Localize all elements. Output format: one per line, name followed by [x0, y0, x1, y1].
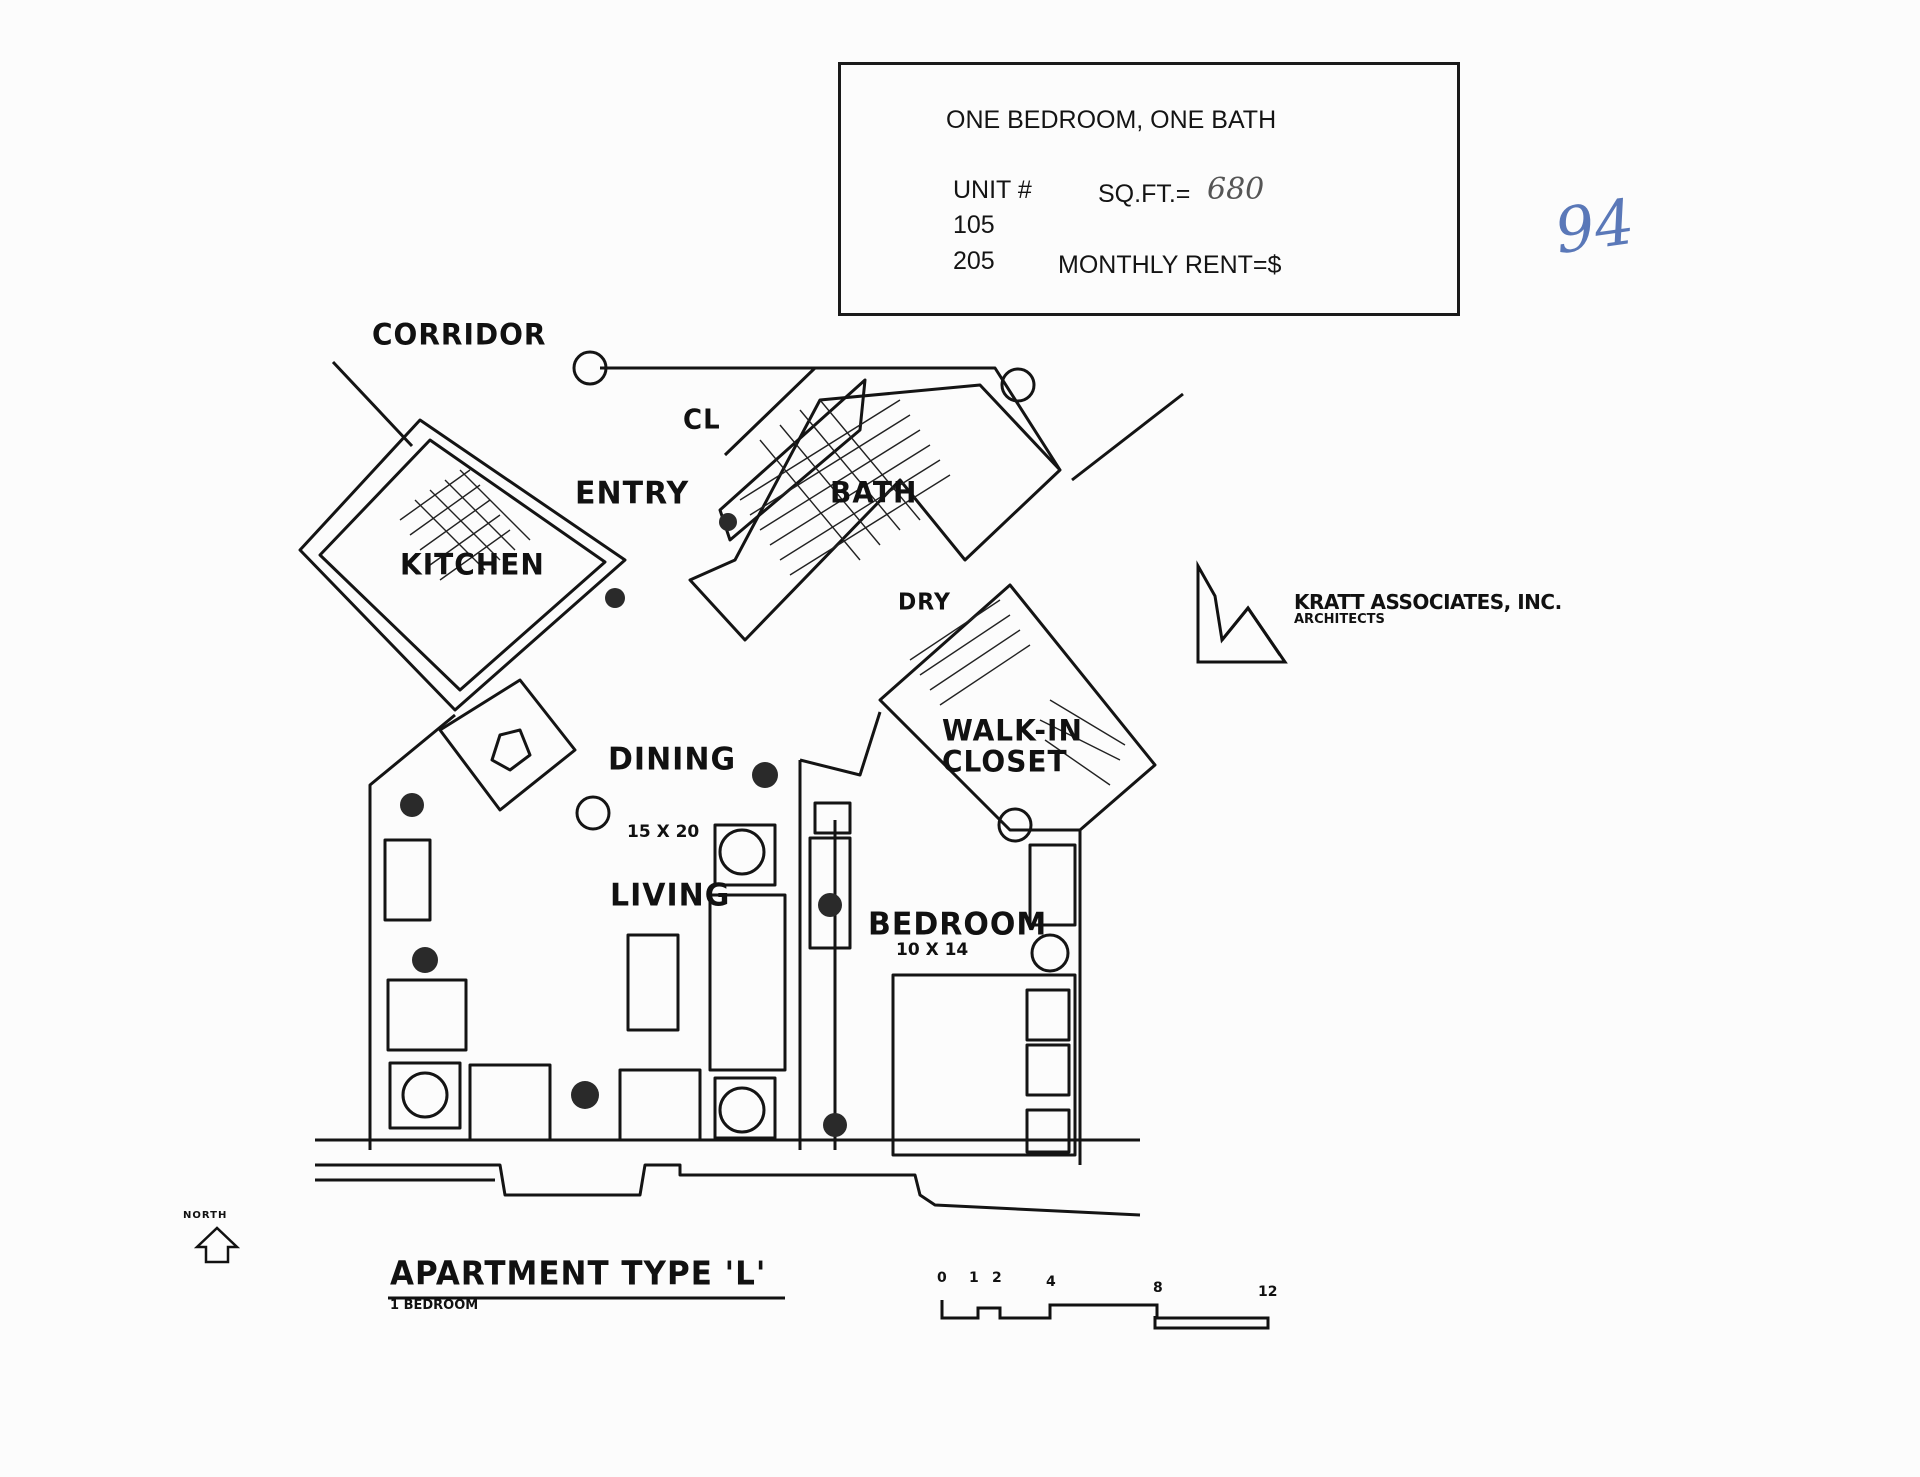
plant-1	[400, 793, 424, 817]
north-arrow	[193, 1226, 241, 1264]
column-2	[572, 350, 608, 386]
plant-8	[719, 513, 737, 531]
info-title: ONE BEDROOM, ONE BATH	[946, 106, 1277, 134]
column-3	[1000, 367, 1036, 403]
coffee-table	[626, 933, 680, 1032]
dining-label: DINING	[608, 741, 737, 778]
rent-label: MONTHLY RENT=$	[1058, 251, 1282, 279]
unit-label: UNIT #	[953, 176, 1032, 204]
lamp-1	[401, 1071, 449, 1119]
lamp-4	[1030, 933, 1070, 973]
side-table	[383, 838, 432, 922]
armchair-2	[468, 1063, 552, 1142]
kitchen-label: KITCHEN	[400, 547, 545, 582]
scale-tick-8: 8	[1153, 1280, 1163, 1296]
armchair-3	[618, 1068, 702, 1142]
bath-box	[688, 383, 1062, 642]
corridor-wall-right	[1071, 392, 1184, 482]
firm-logo	[1196, 560, 1288, 664]
column-4	[997, 807, 1033, 843]
bed	[891, 973, 1077, 1157]
bed-pillow-2	[1025, 1043, 1071, 1097]
unit-1: 105	[953, 211, 995, 239]
scale-tick-2: 2	[992, 1270, 1002, 1286]
scale-tick-4: 4	[1046, 1274, 1056, 1290]
lamp-table-3	[713, 1076, 777, 1140]
scale-bar	[940, 1300, 1270, 1330]
bath-outline	[718, 378, 867, 542]
plant-7	[605, 588, 625, 608]
lamp-3	[718, 1086, 766, 1134]
scale-tick-12: 12	[1258, 1284, 1278, 1300]
walkin-outline	[878, 583, 1157, 832]
scale-tick-0: 0	[937, 1270, 947, 1286]
bedroom-outer	[1010, 828, 1082, 1165]
corridor-wall-left	[331, 360, 414, 448]
sqft-value: 680	[1207, 172, 1265, 207]
entry-label: ENTRY	[575, 475, 690, 512]
column-1	[575, 795, 611, 831]
bath-label: BATH	[830, 475, 918, 510]
living-dims: 15 X 20	[627, 822, 700, 842]
dining-table-top	[490, 728, 532, 772]
walkin-label-2: CLOSET	[942, 744, 1068, 779]
bath-top-wall	[815, 366, 1062, 471]
bedroom-label: BEDROOM	[868, 906, 1048, 943]
firm-name: KRATT ASSOCIATES, INC.	[1294, 590, 1562, 614]
north-label: NORTH	[183, 1210, 228, 1221]
lamp-2	[718, 828, 766, 876]
page-number: 94	[1550, 184, 1639, 269]
plant-6	[823, 1113, 847, 1137]
firm-subtitle: ARCHITECTS	[1294, 612, 1385, 627]
corridor-label: CORRIDOR	[372, 317, 547, 352]
closet-label: CL	[683, 404, 721, 436]
kitchen-outline	[298, 418, 627, 712]
bed-pillow-3	[1025, 1108, 1071, 1154]
armchair-1	[386, 978, 468, 1052]
closet-hatch	[909, 599, 1126, 786]
unit-2: 205	[953, 247, 995, 275]
footer-subtitle: 1 BEDROOM	[390, 1298, 479, 1313]
nightstand	[1028, 843, 1077, 927]
dining-table	[438, 678, 577, 812]
bedroom-dims: 10 X 14	[896, 940, 969, 960]
bed-pillow-1	[1025, 988, 1071, 1042]
kitchen-inner	[318, 438, 607, 692]
partition-wall-2	[799, 711, 882, 777]
footer-title: APARTMENT TYPE 'L'	[390, 1255, 767, 1293]
plant-3	[571, 1081, 599, 1109]
plant-4	[752, 762, 778, 788]
dryer-label: DRY	[898, 589, 951, 616]
plant-2	[412, 947, 438, 973]
scale-tick-1: 1	[969, 1270, 979, 1286]
sofa	[708, 893, 787, 1072]
bath-tile	[739, 399, 951, 576]
sqft-label: SQ.FT.=	[1098, 180, 1191, 208]
info-box	[838, 62, 1460, 316]
plant-5	[818, 893, 842, 917]
walkin-label-1: WALK-IN	[942, 713, 1083, 748]
lamp-table-1	[388, 1061, 462, 1130]
living-label: LIVING	[610, 877, 731, 914]
south-wall-2	[315, 1163, 1141, 1217]
lamp-table-2	[713, 823, 777, 887]
tv-stand	[813, 801, 852, 835]
dresser	[808, 836, 852, 950]
dining-wall	[368, 713, 456, 1150]
kitchen-tile	[399, 469, 531, 581]
